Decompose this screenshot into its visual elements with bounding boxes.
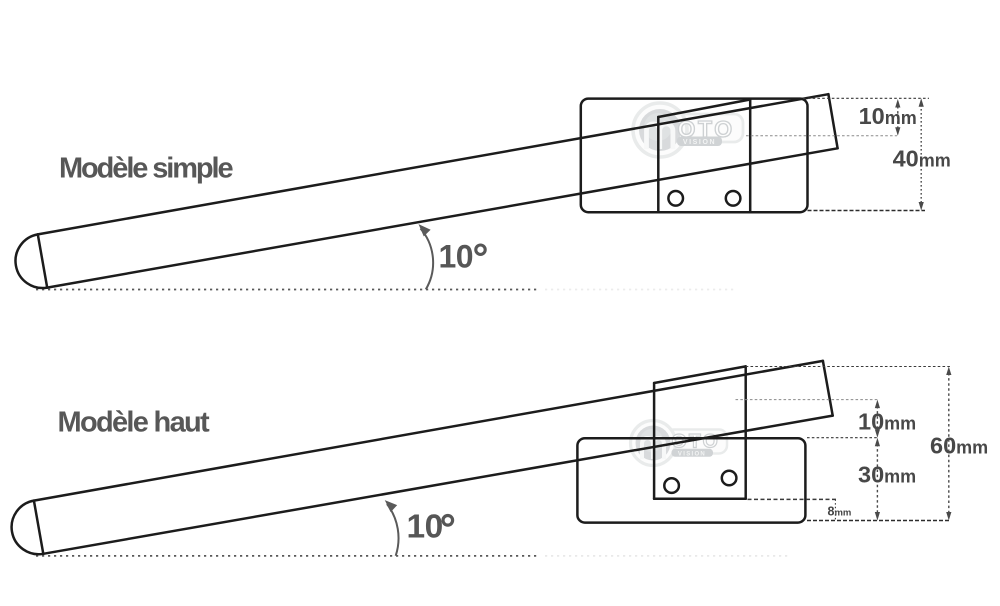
svg-text:60mm: 60mm <box>930 433 988 459</box>
svg-text:OTO: OTO <box>672 431 721 453</box>
svg-text:40mm: 40mm <box>893 146 951 172</box>
svg-text:30mm: 30mm <box>858 462 916 488</box>
svg-text:Modèle haut: Modèle haut <box>58 407 211 439</box>
svg-text:10: 10 <box>407 509 443 546</box>
svg-text:VISION: VISION <box>678 451 706 457</box>
svg-text:Modèle simple: Modèle simple <box>59 153 233 185</box>
svg-text:8mm: 8mm <box>828 505 852 519</box>
svg-text:10mm: 10mm <box>858 408 916 434</box>
svg-text:10: 10 <box>439 239 474 275</box>
svg-text:10mm: 10mm <box>859 103 917 129</box>
svg-text:VISION: VISION <box>683 139 716 146</box>
